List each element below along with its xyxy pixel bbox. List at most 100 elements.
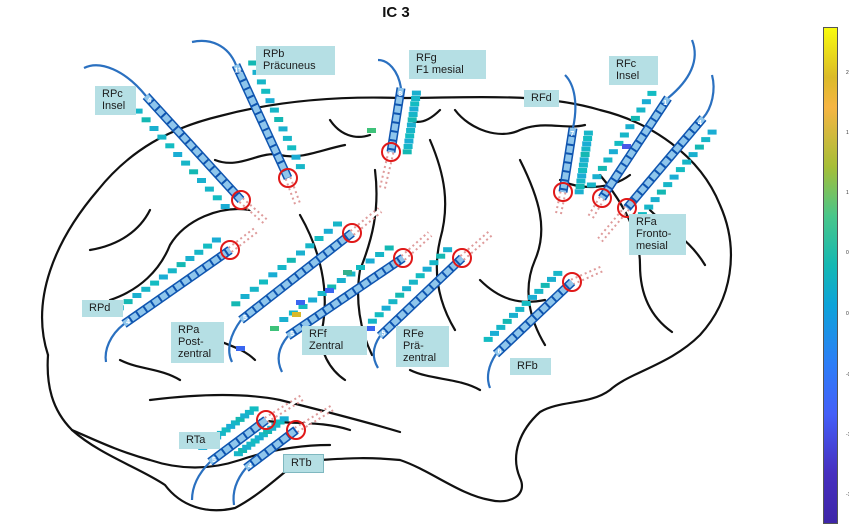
- electrode-rpb-channel: [292, 155, 301, 160]
- electrode-rfc-channel: [609, 149, 618, 154]
- electrode-rpa-channel: [296, 251, 305, 256]
- electrode-rpd-channel: [194, 250, 203, 255]
- label-rfd: RFd: [524, 90, 559, 107]
- electrode-rfe-channel: [436, 254, 445, 259]
- highlighted-channel: [366, 326, 375, 331]
- electrode-rfa-channel: [670, 175, 679, 180]
- electrode-rpd-channel: [203, 244, 212, 249]
- electrode-rtb-number: 4: [248, 463, 252, 470]
- electrode-rpd-wire: [106, 324, 124, 362]
- electrode-rpa-channel: [231, 301, 240, 306]
- electrode-rfe-channel: [429, 260, 438, 265]
- electrode-rpb-channel: [261, 89, 270, 94]
- label-rta: RTa: [179, 432, 220, 449]
- electrode-rfb-channel: [515, 307, 524, 312]
- electrode-rfd-channel: [578, 168, 587, 173]
- electrode-rfg-channel: [410, 101, 419, 106]
- electrode-rpa-channel: [324, 229, 333, 234]
- electrode-rpa-channel: [305, 243, 314, 248]
- electrode-rfa-channel: [689, 152, 698, 157]
- electrode-rfd-channel: [581, 147, 590, 152]
- electrode-rpb-channel: [279, 126, 288, 131]
- highlighted-channel: [270, 326, 279, 331]
- electrode-rfc-number: 1: [663, 100, 667, 107]
- electrode-rpa-channel: [287, 258, 296, 263]
- electrode-rfg-channel: [409, 112, 418, 117]
- electrode-rff-channel: [375, 252, 384, 257]
- electrode-rfe-channel: [375, 312, 384, 317]
- electrode-rpc-channel: [142, 117, 151, 122]
- electrode-rfa-number: 4: [698, 120, 702, 127]
- electrode-rpd-channel: [177, 262, 186, 267]
- electrode-rff-channel: [385, 246, 394, 251]
- electrode-rfa-channel: [663, 182, 672, 187]
- electrode-rtb-trail-core: [296, 408, 332, 430]
- electrode-rfc-channel: [642, 99, 651, 104]
- electrode-rfg-channel: [404, 144, 413, 149]
- electrode-rfb-channel: [490, 331, 499, 336]
- label-rfa: RFa Fronto- mesial: [629, 214, 686, 255]
- electrode-rfg-channel: [405, 133, 414, 138]
- electrode-rfb-channel: [496, 325, 505, 330]
- electrode-rfa-wire: [703, 75, 714, 118]
- electrode-rfe-channel: [382, 306, 391, 311]
- electrode-rpd-channel: [132, 293, 141, 298]
- electrode-rpd-channel: [168, 268, 177, 273]
- electrode-rpb-channel: [283, 136, 292, 141]
- label-rfg: RFg F1 mesial: [409, 50, 486, 79]
- electrode-rff-channel: [366, 259, 375, 264]
- electrode-rfc-channel: [647, 91, 656, 96]
- electrode-rfe-number: 5: [382, 331, 386, 338]
- label-rpd: RPd: [82, 300, 123, 317]
- label-rfe: RFe Prä- zentral: [396, 326, 449, 367]
- electrode-rfe-channel: [395, 293, 404, 298]
- electrode-rpc-channel: [205, 187, 214, 192]
- electrode-rff-channel: [337, 278, 346, 283]
- electrode-rfd-channel: [576, 184, 585, 189]
- electrode-rfd-channel: [577, 173, 586, 178]
- electrode-rpa-wire: [229, 320, 241, 362]
- label-rfc: RFc Insel: [609, 56, 658, 85]
- electrode-rtb-wire: [234, 468, 247, 505]
- figure-title: IC 3: [366, 4, 426, 21]
- electrode-rfe-channel: [409, 280, 418, 285]
- electrode-rpd-channel: [159, 275, 168, 280]
- electrode-rpd-channel: [124, 299, 133, 304]
- colorbar-tick: 2: [846, 70, 849, 76]
- electrode-rff-channel: [308, 298, 317, 303]
- electrode-rfe-trail-core: [462, 232, 492, 258]
- electrode-rfc-channel: [636, 108, 645, 113]
- highlighted-channel: [296, 300, 305, 305]
- electrode-rfb-channel: [547, 277, 556, 282]
- electrode-rfc-trail-core: [590, 198, 602, 218]
- electrode-rfg-wire: [378, 60, 401, 88]
- highlighted-channel: [367, 128, 376, 133]
- electrode-rpc-number: 4: [147, 98, 151, 105]
- electrode-rpc-channel: [157, 135, 166, 140]
- electrode-rpb-channel: [296, 164, 305, 169]
- electrode-rfe-channel: [388, 299, 397, 304]
- electrode-rpc-channel: [189, 169, 198, 174]
- electrode-rpa-channel: [241, 294, 250, 299]
- label-rpb: RPb Präcuneus: [256, 46, 335, 75]
- electrode-rfb-number: 6: [498, 349, 502, 356]
- electrode-rfg-channel: [411, 96, 420, 101]
- electrode-rfd-channel: [582, 141, 591, 146]
- electrode-rfa-channel: [682, 160, 691, 165]
- electrode-rfg-channel: [406, 128, 415, 133]
- electrode-rfd-channel: [581, 152, 590, 157]
- electrode-rfa-channel: [676, 167, 685, 172]
- electrode-rpc-channel: [197, 178, 206, 183]
- electrode-rfe-channel: [423, 267, 432, 272]
- electrode-rfd-channel: [584, 131, 593, 136]
- label-rfb: RFb: [510, 358, 551, 375]
- electrode-rfc-channel: [631, 116, 640, 121]
- electrode-rfd-channel: [575, 189, 584, 194]
- electrode-rfb-channel: [509, 313, 518, 318]
- electrode-rff-trail-core: [403, 234, 430, 258]
- electrode-rfb-channel: [522, 301, 531, 306]
- electrode-rfd-channel: [583, 136, 592, 141]
- label-rpa: RPa Post- zentral: [171, 322, 224, 363]
